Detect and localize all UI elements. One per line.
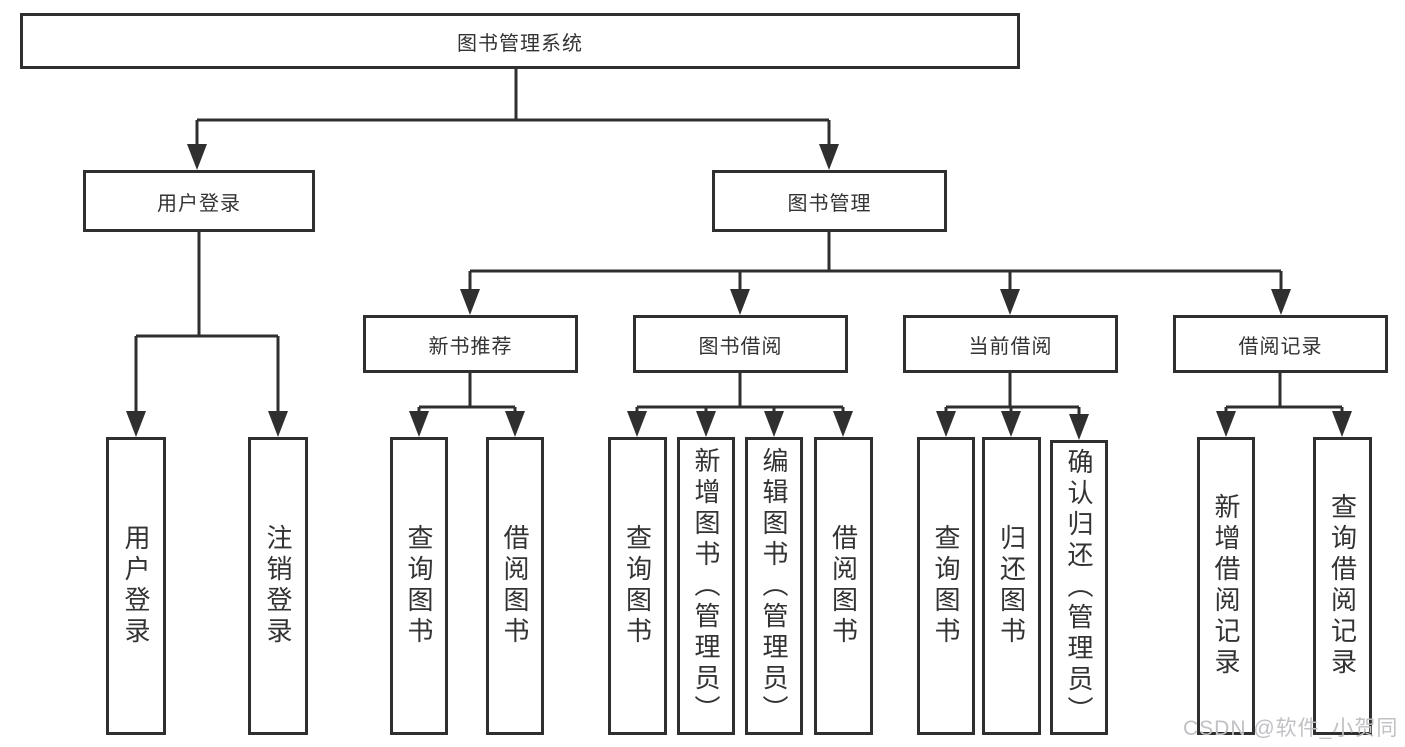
node-current-confirm-return-admin: 确认归还（管理员）: [1050, 440, 1108, 735]
node-label: 查询借阅记录: [1327, 493, 1358, 679]
node-user-login-branch: 用户登录: [83, 170, 315, 232]
node-borrowing-query-books: 查询图书: [608, 437, 667, 735]
node-label: 图书借阅: [698, 335, 783, 358]
node-book-management-branch: 图书管理: [712, 170, 947, 232]
node-label: 借阅图书: [500, 524, 530, 648]
node-borrowing-add-books-admin: 新增图书（管理员）: [677, 437, 735, 735]
node-label: 新增图书（管理员）: [691, 446, 721, 726]
node-borrowing-edit-books-admin: 编辑图书（管理员）: [745, 437, 803, 735]
node-root-library-management-system: 图书管理系统: [20, 13, 1020, 69]
node-label: 确认归还（管理员）: [1064, 448, 1094, 727]
node-label: 编辑图书（管理员）: [759, 446, 789, 726]
node-label: 借阅图书: [828, 524, 859, 648]
node-label: 借阅记录: [1238, 335, 1323, 358]
node-label: 图书管理系统: [457, 32, 583, 55]
node-current-query-books: 查询图书: [917, 437, 975, 735]
node-new-book-recommendation: 新书推荐: [363, 315, 578, 373]
node-label: 用户登录: [121, 524, 151, 648]
node-label: 新增借阅记录: [1211, 493, 1241, 679]
node-label: 当前借阅: [968, 335, 1053, 358]
node-current-borrowing: 当前借阅: [903, 315, 1118, 373]
node-borrowing-records: 借阅记录: [1173, 315, 1388, 373]
node-label: 归还图书: [996, 524, 1027, 648]
node-current-return-books: 归还图书: [982, 437, 1041, 735]
node-label: 注销登录: [263, 524, 293, 648]
node-label: 查询图书: [404, 524, 434, 648]
arrowheads: [126, 144, 1352, 440]
node-user-login: 用户登录: [106, 437, 166, 735]
node-newbooks-borrow-books: 借阅图书: [486, 437, 544, 735]
watermark: CSDN @软件_小贺同学: [1183, 717, 1399, 740]
node-logout: 注销登录: [248, 437, 308, 735]
node-label: 图书管理: [787, 192, 872, 215]
node-label: 用户登录: [157, 192, 241, 215]
node-records-add-record: 新增借阅记录: [1197, 437, 1255, 735]
node-label: 查询图书: [622, 524, 653, 648]
node-borrowing-borrow-books: 借阅图书: [814, 437, 873, 735]
node-label: 查询图书: [931, 524, 961, 648]
node-label: 新书推荐: [428, 335, 513, 358]
node-newbooks-query-books: 查询图书: [390, 437, 448, 735]
node-records-query-record: 查询借阅记录: [1313, 437, 1372, 735]
node-book-borrowing: 图书借阅: [633, 315, 848, 373]
